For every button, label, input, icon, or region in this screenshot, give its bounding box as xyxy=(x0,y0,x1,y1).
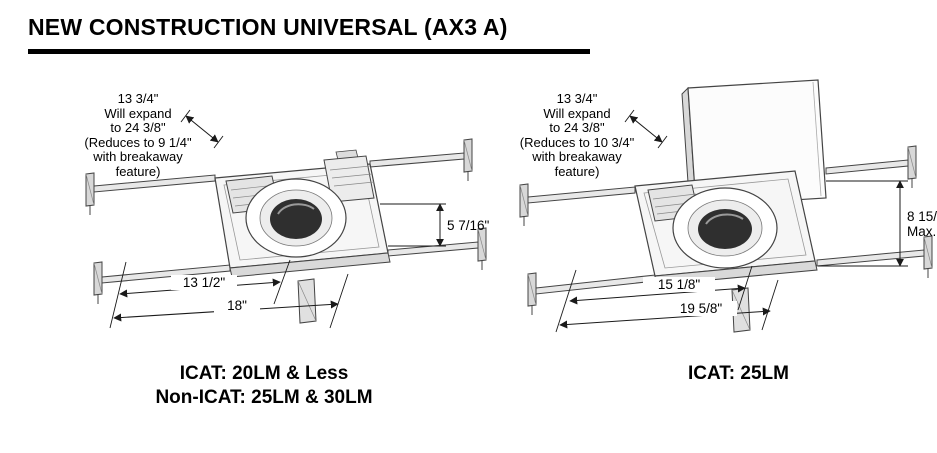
caption-line: ICAT: 20LM & Less xyxy=(179,363,349,384)
expand-note-line: feature) xyxy=(554,163,600,179)
inner-width-dimension-label: 15 1/8" xyxy=(643,277,715,292)
expand-note: 13 3/4" Will expand to 24 3/8" (Reduces … xyxy=(68,91,208,179)
outer-width-dimension-label: 18" xyxy=(214,298,260,313)
expand-note-line: feature) xyxy=(115,163,161,179)
figure-caption: ICAT: 25LM xyxy=(500,362,937,386)
title-underline xyxy=(28,49,590,54)
height-value: 8 15/16" xyxy=(907,209,937,224)
expand-note-line: 13 3/4" xyxy=(556,91,598,106)
height-dimension-label: 5 7/16" xyxy=(446,218,496,233)
junction-box xyxy=(323,149,375,203)
dimension-lines xyxy=(555,109,908,333)
caption-line: Non-ICAT: 25LM & 30LM xyxy=(155,387,373,408)
expand-note-line: (Reduces to 9 1/4" xyxy=(84,134,192,150)
expand-note-line: to 24 3/8" xyxy=(549,120,605,135)
height-value: 5 7/16" xyxy=(447,218,490,233)
expand-note-line: to 24 3/8" xyxy=(110,120,166,135)
caption-line: ICAT: 25LM xyxy=(688,363,789,384)
height-dimension-label: 8 15/16" Max. xyxy=(906,209,937,239)
expand-note-line: Will expand xyxy=(104,105,172,121)
outer-width-dimension-label: 19 5/8" xyxy=(665,301,737,316)
expand-note-line: 13 3/4" xyxy=(117,91,159,106)
trim-ring xyxy=(672,187,778,269)
expand-note-line: with breakaway xyxy=(93,149,183,164)
nail-plate xyxy=(297,278,317,324)
housing-drawing-shallow xyxy=(85,109,487,329)
expand-note-line: Will expand xyxy=(543,105,611,121)
height-suffix: Max. xyxy=(907,224,937,239)
expand-note-line: (Reduces to 10 3/4" xyxy=(519,134,635,150)
page-title: NEW CONSTRUCTION UNIVERSAL (AX3 A) xyxy=(28,14,508,40)
expand-note-line: with breakaway xyxy=(532,149,622,164)
housing-drawing-tall xyxy=(519,79,933,333)
inner-width-dimension-label: 13 1/2" xyxy=(171,275,237,290)
expand-note: 13 3/4" Will expand to 24 3/8" (Reduces … xyxy=(507,91,647,179)
trim-ring xyxy=(245,178,347,258)
figure-icat-25lm: 13 3/4" Will expand to 24 3/8" (Reduces … xyxy=(500,78,937,423)
figure-icat-20lm: 13 3/4" Will expand to 24 3/8" (Reduces … xyxy=(68,78,498,423)
figure-caption: ICAT: 20LM & Less Non-ICAT: 25LM & 30LM xyxy=(68,362,460,410)
